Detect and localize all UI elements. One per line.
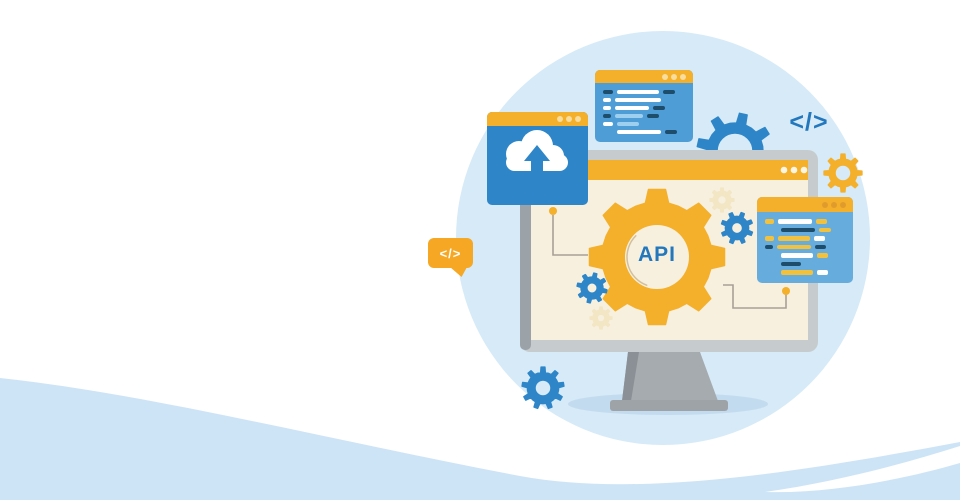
code-bar xyxy=(765,236,774,241)
code-bar xyxy=(617,130,661,134)
code-bar xyxy=(781,253,813,258)
code-bar xyxy=(814,236,825,241)
code-line xyxy=(603,114,685,118)
code-line xyxy=(603,106,685,110)
code-line xyxy=(765,236,845,241)
code-line xyxy=(765,270,845,275)
code-bar xyxy=(603,106,611,110)
screen-header-dots xyxy=(780,166,808,174)
code-bar xyxy=(615,98,661,102)
code-bar xyxy=(817,253,828,258)
connector-left xyxy=(552,215,588,256)
code-line xyxy=(603,90,685,94)
window-header xyxy=(595,70,693,83)
speech-bubble-tail xyxy=(450,267,467,277)
blue-gear-icon-screen-left xyxy=(576,272,608,304)
code-bar xyxy=(765,244,773,249)
right-code-window xyxy=(757,197,853,283)
code-bar xyxy=(615,114,643,118)
code-line xyxy=(765,227,845,232)
cloud-upload-window xyxy=(487,112,588,205)
api-gear-center-highlight xyxy=(626,235,648,286)
header-dot xyxy=(800,166,808,174)
bottom-wave xyxy=(0,378,960,500)
code-bar xyxy=(663,90,675,94)
window-header xyxy=(487,112,588,126)
window-dot xyxy=(831,201,837,208)
window-dot xyxy=(662,73,668,80)
cloud-upload-icon xyxy=(506,130,568,172)
code-bar xyxy=(817,270,828,275)
api-label: API xyxy=(637,243,676,266)
cream-gear-icon-screen-bottom xyxy=(589,306,613,330)
yellow-gear-icon-right xyxy=(823,153,863,193)
window-header xyxy=(757,197,853,212)
window-dot xyxy=(840,201,846,208)
connector-right xyxy=(723,284,787,309)
screen-browser-header xyxy=(531,160,808,180)
code-bar xyxy=(781,227,815,232)
code-bar xyxy=(603,98,611,102)
code-bar xyxy=(778,236,810,241)
connector-pin-right xyxy=(782,287,790,295)
code-bar xyxy=(653,106,665,110)
blue-gear-icon-bottom-left xyxy=(521,366,565,410)
code-line xyxy=(603,98,685,102)
code-bar xyxy=(617,90,659,94)
code-bar xyxy=(781,270,813,275)
connector-lines xyxy=(552,215,787,309)
cream-gear-icon-screen-top xyxy=(709,187,735,213)
code-bar xyxy=(765,219,774,224)
code-symbol: </> xyxy=(789,108,829,136)
window-dots xyxy=(557,116,581,122)
code-bar xyxy=(647,114,659,118)
window-dot xyxy=(575,116,581,122)
code-lines xyxy=(595,83,693,134)
code-speech-bubble: </> xyxy=(428,238,473,268)
code-line xyxy=(765,244,845,249)
header-dot xyxy=(790,166,798,174)
api-gear-center xyxy=(625,225,689,289)
speech-bubble-label: </> xyxy=(439,245,462,261)
top-code-window xyxy=(595,70,693,142)
connector-pin-left xyxy=(549,207,557,215)
code-bar xyxy=(665,130,677,134)
code-bar xyxy=(815,244,826,249)
code-line xyxy=(765,219,845,224)
code-bar xyxy=(781,261,801,266)
upload-arrow-icon xyxy=(524,145,550,172)
code-line xyxy=(603,130,685,134)
window-dot xyxy=(557,116,563,122)
window-dot xyxy=(680,73,686,80)
code-line xyxy=(603,122,685,126)
code-bar xyxy=(603,90,613,94)
wave-highlight xyxy=(765,446,960,493)
window-dot xyxy=(822,201,828,208)
code-line xyxy=(765,253,845,258)
code-line xyxy=(765,261,845,266)
window-dots xyxy=(822,201,846,208)
window-dot xyxy=(566,116,572,122)
code-bar xyxy=(603,114,611,118)
window-dot xyxy=(671,73,677,80)
monitor-stand xyxy=(622,352,718,401)
code-bar xyxy=(617,122,639,126)
monitor-base xyxy=(610,400,728,411)
code-bar xyxy=(777,244,811,249)
code-bar xyxy=(819,227,831,232)
code-bar xyxy=(615,106,649,110)
blue-gear-icon-screen-right xyxy=(720,211,754,245)
code-bar xyxy=(603,122,613,126)
header-dot xyxy=(780,166,788,174)
window-dots xyxy=(662,73,686,80)
monitor-stand-edge xyxy=(622,352,639,401)
code-lines xyxy=(757,212,853,275)
code-bar xyxy=(816,219,827,224)
code-bar xyxy=(778,219,812,224)
